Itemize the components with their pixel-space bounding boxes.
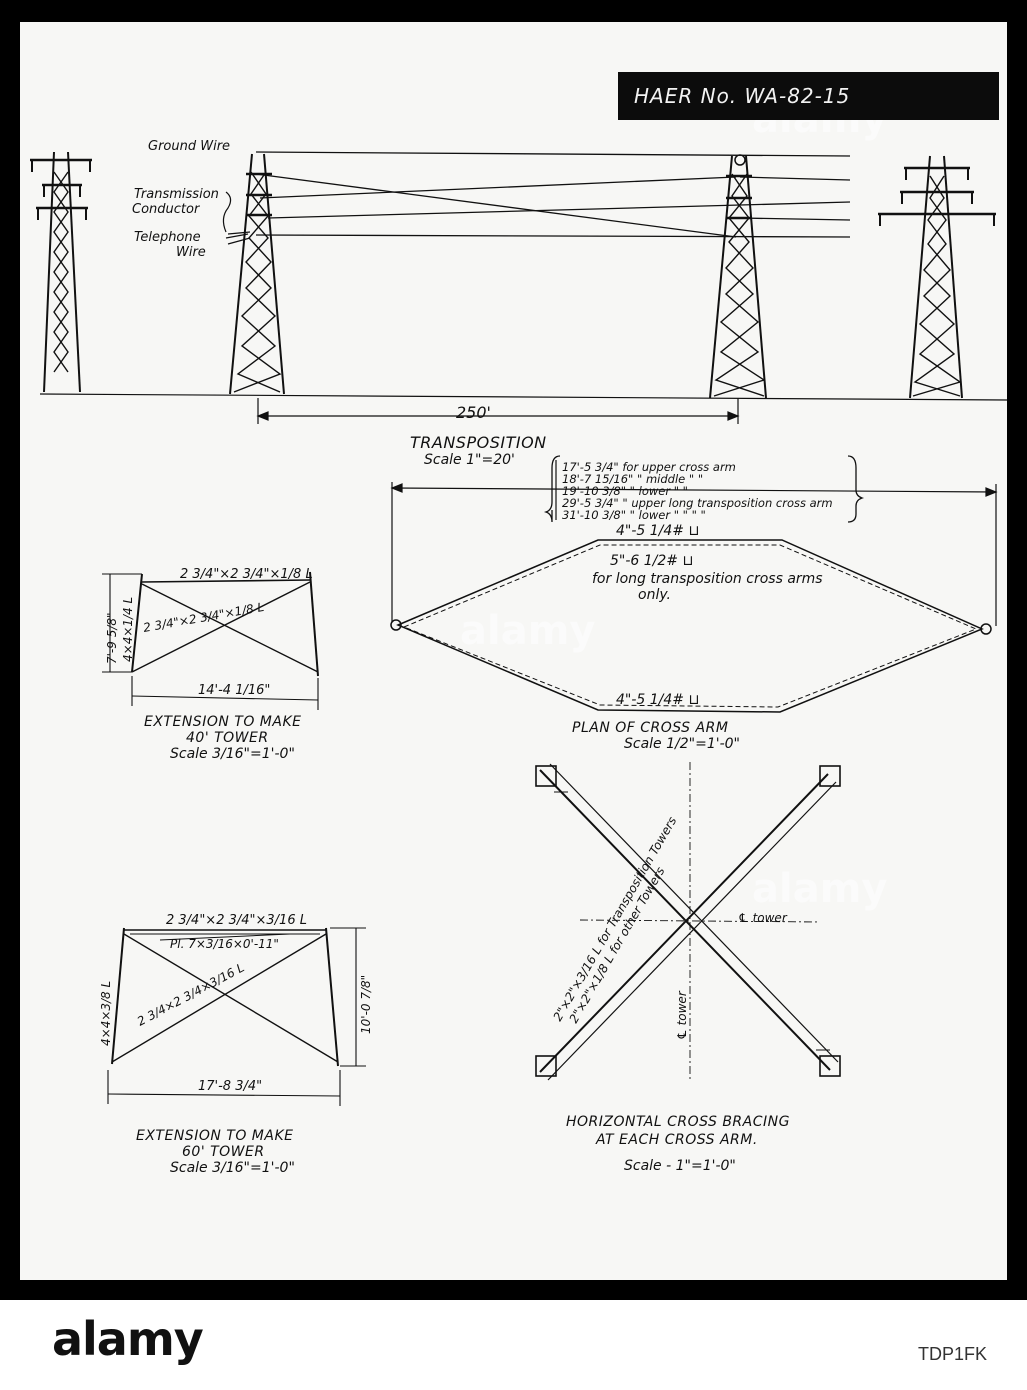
bracing-title-1: HORIZONTAL CROSS BRACING [566,1114,790,1130]
callout-leaders [222,191,251,245]
ext40-top-member: 2 3/4"×2 3/4"×1/8 L [180,567,313,582]
watermark: alamy [752,866,887,912]
horizontal-cross-bracing [535,763,841,1081]
ext60-title-2: 60' TOWER [182,1144,265,1160]
dim-upper: 17'-5 3/4" for upper cross arm [562,460,736,474]
ext60-frame [111,927,339,1067]
telephone-label: Telephone [134,230,201,245]
stock-footer: alamy TDP1FK [0,1300,1027,1390]
wires [255,151,851,238]
ext40-frame [131,571,319,677]
bracing-scale: Scale - 1"=1'-0" [624,1158,736,1174]
cross-arm-length-dimension [390,482,998,626]
bracing-title-2: AT EACH CROSS ARM. [595,1132,758,1148]
transmission-label: Transmission [134,187,219,202]
engineering-drawing: Ground Wire Transmission Conductor Telep… [30,96,1007,1176]
transposition-scale: Scale 1"=20' [424,452,515,468]
ext40-height: 7'-9 5/8" [105,612,119,664]
tower-2 [229,153,285,395]
haer-number: HAER No. WA-82-15 [634,84,851,108]
cross-arm-top-member-alt: 5"-6 1/2# ⊔ [610,553,693,569]
ext60-leg: 4×4×3/8 L [99,981,113,1046]
ext40-leg: 4×4×1/4 L [121,597,135,662]
tower-centerlines [579,762,821,1082]
tower-centerline-label-2: ℄ tower [675,990,689,1040]
ext40-width: 14'-4 1/16" [198,683,270,698]
ext60-diag-member: 2 3/4×2 3/4×3/16 L [135,960,247,1028]
ground-wire-label: Ground Wire [148,139,230,154]
watermark: alamy [460,608,595,654]
ground-line [39,393,1007,401]
cross-arm-top-member: 4"-5 1/4# ⊔ [616,523,699,539]
right-brace [847,455,865,523]
cross-arm-note-1: for long transposition cross arms [592,571,823,587]
alamy-logo: alamy [52,1312,204,1366]
ext60-height: 10'-0 7/8" [359,975,373,1034]
dim-lower-long: 31'-10 3/8" " lower " " " " [562,508,706,522]
wire-label: Wire [176,245,206,260]
ext40-dimensions [102,573,319,710]
transposition-title: TRANSPOSITION [410,433,547,452]
ext60-scale: Scale 3/16"=1'-0" [170,1160,295,1176]
ext60-dimensions [107,927,366,1106]
ext40-scale: Scale 3/16"=1'-0" [170,746,295,762]
bracing-note-2: 2"×2"×1/8 L for other Towers [566,865,667,1026]
tower-3 [709,154,767,399]
dim-middle: 18'-7 15/16" " middle " " [562,472,703,486]
tower-centerline-label-1: ℄ tower [738,911,788,925]
span-label: 250' [456,403,491,422]
cross-arm-scale: Scale 1/2"=1'-0" [624,736,740,752]
dim-upper-long: 29'-5 3/4" " upper long transposition cr… [562,496,833,510]
tower-4 [878,155,996,399]
dim-lower: 19'-10 3/8" " lower " " [562,484,688,498]
tower-1 [30,151,92,393]
ext60-top-member: 2 3/4"×2 3/4"×3/16 L [166,913,307,928]
drawing-sheet: Ground Wire Transmission Conductor Telep… [20,22,1007,1280]
cross-arm-bottom-member: 4"-5 1/4# ⊔ [616,692,699,708]
image-id: TDP1FK [917,1344,987,1364]
span-dimension [256,398,740,424]
ext40-title-2: 40' TOWER [186,730,269,746]
ext40-diag-member: 2 3/4"×2 3/4"×1/8 L [142,600,265,635]
cross-arm-plan [390,539,992,713]
ext40-title-1: EXTENSION TO MAKE [144,714,301,730]
ext60-width: 17'-8 3/4" [198,1079,262,1094]
bracing-note-1: 2"×2"×3/16 L for Transposition Towers [550,814,679,1023]
ext60-plate: Pl. 7×3/16×0'-11" [170,937,279,951]
cross-arm-note-2: only. [638,587,671,603]
haer-stamp: HAER No. WA-82-15 [618,72,999,120]
cross-arm-title: PLAN OF CROSS ARM [572,720,728,736]
ext60-title-1: EXTENSION TO MAKE [136,1128,293,1144]
conductor-label: Conductor [132,202,201,217]
